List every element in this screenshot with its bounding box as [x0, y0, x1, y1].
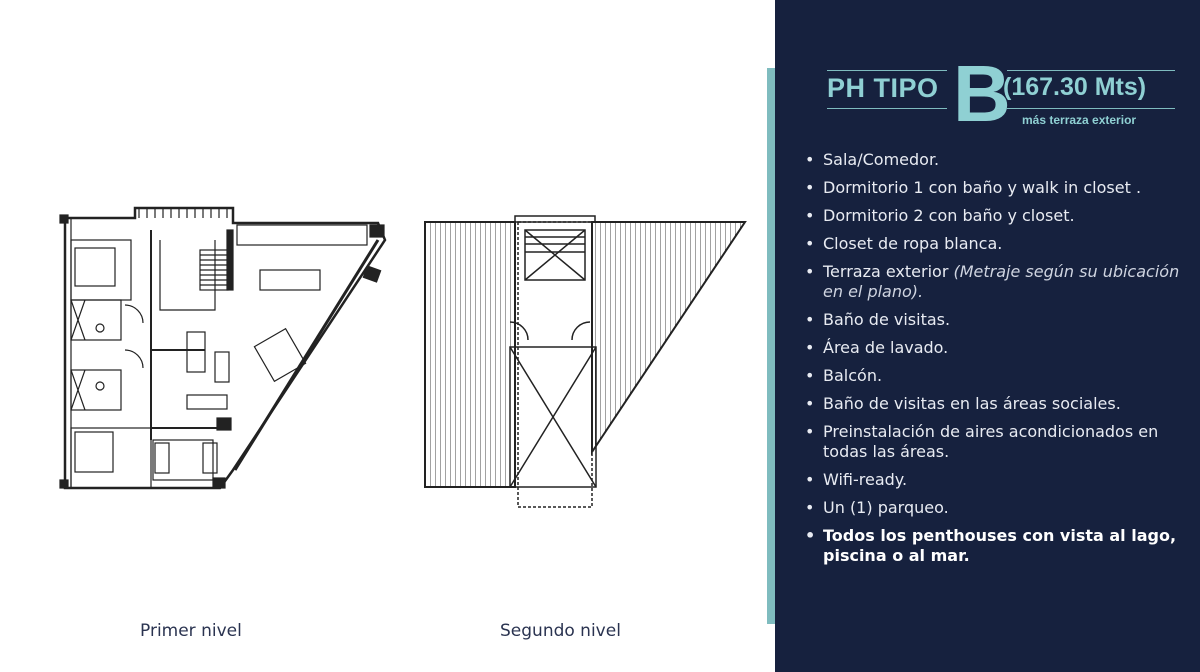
title-prefix: PH TIPO [827, 73, 939, 103]
info-panel: PH TIPO B (167.30 Mts) más terraza exter… [775, 0, 1200, 672]
feature-item: Área de lavado. [803, 338, 1183, 358]
first-level-caption: Primer nivel [140, 621, 242, 641]
feature-item: Closet de ropa blanca. [803, 234, 1183, 254]
feature-item: Un (1) parqueo. [803, 498, 1183, 518]
title-area: (167.30 Mts) [1003, 73, 1147, 101]
feature-item: Baño de visitas. [803, 310, 1183, 330]
floor-plans-area: Primer nivel Segundo nivel [59, 206, 747, 641]
title-block: PH TIPO B (167.30 Mts) más terraza exter… [827, 54, 1177, 134]
title-rule-bottom-right [1007, 108, 1175, 109]
title-rule-top-right [1007, 70, 1175, 71]
feature-item: Wifi-ready. [803, 470, 1183, 490]
features-list: Sala/Comedor. Dormitorio 1 con baño y wa… [803, 150, 1183, 574]
title-subtitle: más terraza exterior [1022, 113, 1137, 127]
title-rule-bottom-left [827, 108, 947, 109]
second-level-floor-plan [424, 215, 747, 508]
feature-item: Terraza exterior (Metraje según su ubica… [803, 262, 1183, 302]
feature-item: Preinstalación de aires acondicionados e… [803, 422, 1183, 462]
title-rule-top-left [827, 70, 947, 71]
feature-item-highlight: Todos los penthouses con vista al lago, … [803, 526, 1183, 566]
first-level-floor-plan [59, 206, 387, 490]
title-letter: B [953, 49, 1011, 138]
feature-item: Dormitorio 2 con baño y closet. [803, 206, 1183, 226]
second-level-caption: Segundo nivel [500, 621, 621, 641]
feature-note: (Metraje según su ubicación en el plano)… [823, 262, 1180, 301]
feature-item: Dormitorio 1 con baño y walk in closet . [803, 178, 1183, 198]
feature-item: Baño de visitas en las áreas sociales. [803, 394, 1183, 414]
feature-item: Sala/Comedor. [803, 150, 1183, 170]
feature-item: Balcón. [803, 366, 1183, 386]
